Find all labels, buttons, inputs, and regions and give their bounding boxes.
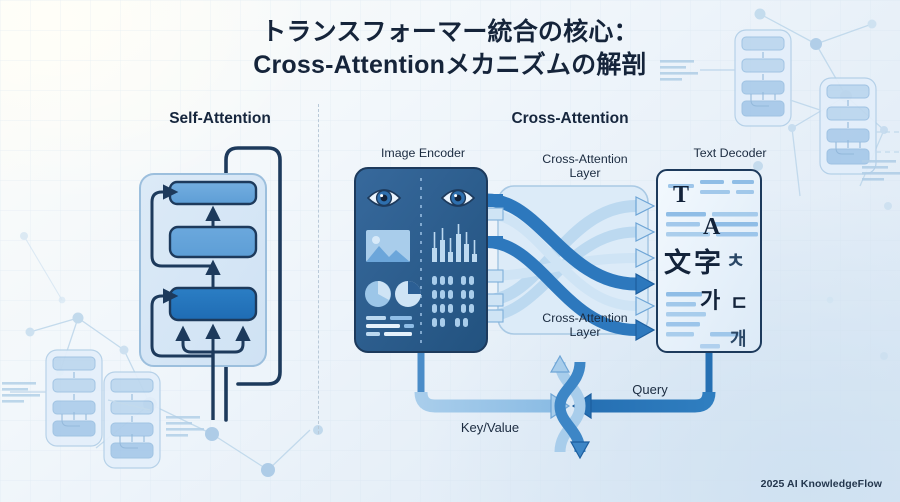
decoder-glyph-2: 文 [664, 247, 692, 278]
cross-attention-ribbons [486, 185, 656, 342]
caption-cross-attention-layer-top: Cross-Attention Layer [542, 152, 628, 181]
decoder-glyphs: T A 文 字 ㅊ 가 ㄷ 개 [664, 182, 748, 349]
decoder-text-lines [666, 180, 758, 349]
eye-icon-left [366, 189, 402, 207]
caption-query: Query [632, 382, 668, 397]
data-dots-grid [432, 276, 474, 327]
page-title: トランスフォーマー統合の核心： Cross-Attentionメカニズムの解剖 [253, 18, 647, 79]
text-decoder-panel: T A 文 字 ㅊ 가 ㄷ 개 [656, 169, 762, 392]
decoder-glyph-0: T [673, 182, 689, 208]
caption-cross-attention-layer-bottom: Cross-Attention Layer [542, 311, 628, 340]
section-label-self-attention: Self-Attention [169, 110, 271, 127]
key-value-query-routing [414, 354, 716, 460]
decoder-glyph-6: ㄷ [730, 293, 748, 315]
image-icon [366, 230, 410, 262]
encoder-text-lines [366, 316, 414, 336]
caption-key-value: Key/Value [460, 420, 520, 435]
decoder-glyph-3: 字 [694, 247, 721, 278]
footer-credit: 2025 AI KnowledgeFlow [760, 478, 882, 490]
section-divider [318, 104, 319, 434]
eye-icon-right [440, 189, 476, 207]
decoder-glyph-7: 개 [730, 329, 747, 349]
decoder-glyph-1: A [703, 214, 721, 240]
caption-image-encoder: Image Encoder [380, 146, 466, 160]
caption-text-decoder: Text Decoder [693, 146, 767, 160]
bar-chart-icon [432, 224, 477, 262]
decoder-glyph-4: ㅊ [726, 249, 745, 273]
pie-chart-icons [365, 281, 421, 307]
image-encoder-panel [354, 167, 488, 392]
self-attention-block [139, 146, 282, 422]
decoder-glyph-5: 가 [700, 288, 720, 313]
section-label-cross-attention: Cross-Attention [511, 110, 629, 127]
